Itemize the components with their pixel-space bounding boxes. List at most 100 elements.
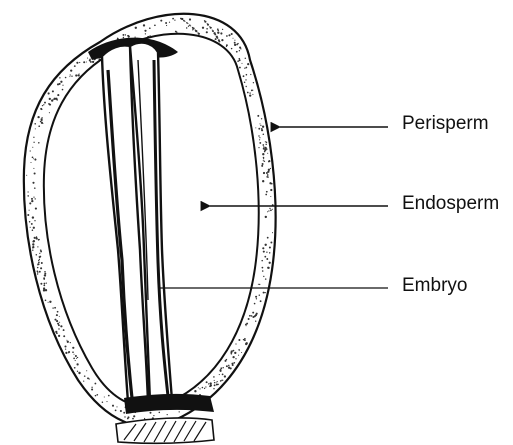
speckle-dot: [91, 388, 93, 390]
speckle-dot: [241, 63, 242, 64]
speckle-dot: [34, 187, 36, 189]
speckle-dot: [250, 74, 251, 75]
speckle-dot: [127, 418, 129, 420]
speckle-dot: [236, 44, 238, 46]
speckle-dot: [261, 128, 263, 130]
speckle-dot: [269, 246, 271, 248]
speckle-dot: [37, 273, 38, 274]
speckle-dot: [269, 252, 270, 253]
speckle-dot: [144, 418, 145, 419]
speckle-dot: [166, 25, 167, 26]
speckle-dot: [35, 198, 36, 199]
speckle-dot: [79, 73, 80, 74]
speckle-dot: [192, 29, 193, 30]
speckle-dot: [29, 221, 31, 223]
speckle-dot: [76, 358, 77, 359]
speckle-dot: [265, 216, 267, 218]
speckle-dot: [199, 388, 200, 389]
speckle-dot: [54, 98, 56, 100]
speckle-dot: [74, 367, 76, 369]
speckle-dot: [58, 335, 60, 337]
speckle-dot: [56, 99, 58, 101]
speckle-dot: [35, 128, 36, 129]
speckle-dot: [58, 324, 60, 326]
speckle-dot: [150, 412, 152, 414]
speckle-dot: [41, 118, 43, 120]
speckle-dot: [261, 118, 262, 119]
speckle-dot: [63, 335, 65, 337]
speckle-dot: [234, 44, 236, 46]
speckle-dot: [35, 208, 37, 210]
speckle-dot: [104, 396, 105, 397]
speckle-dot: [202, 387, 204, 389]
speckle-dot: [252, 94, 253, 95]
speckle-dot: [267, 267, 269, 269]
speckle-dot: [49, 98, 51, 100]
speckle-dot: [65, 348, 66, 349]
speckle-dot: [57, 94, 59, 96]
speckle-dot: [123, 412, 125, 414]
speckle-dot: [87, 58, 88, 59]
speckle-dot: [272, 232, 273, 233]
speckle-dot: [120, 410, 122, 412]
speckle-dot: [68, 351, 70, 353]
speckle-dot: [40, 267, 42, 269]
speckle-dot: [77, 371, 78, 372]
speckle-dot: [41, 262, 43, 264]
speckle-dot: [52, 90, 54, 92]
speckle-dot: [217, 30, 219, 32]
speckle-dot: [39, 239, 40, 240]
speckle-dot: [265, 141, 266, 142]
speckle-dot: [260, 300, 262, 302]
speckle-dot: [249, 315, 251, 317]
speckle-dot: [233, 362, 235, 364]
speckle-dot: [56, 314, 58, 316]
speckle-dot: [59, 83, 61, 85]
speckle-dot: [263, 146, 264, 147]
speckle-dot: [96, 394, 98, 396]
speckle-dot: [209, 385, 211, 387]
speckle-dot: [76, 363, 78, 365]
speckle-dot: [238, 339, 240, 341]
speckle-dot: [234, 42, 236, 44]
speckle-dot: [217, 32, 219, 34]
speckle-dot: [63, 329, 65, 331]
speckle-dot: [83, 381, 84, 382]
speckle-dot: [38, 262, 40, 264]
speckle-dot: [217, 37, 219, 39]
speckle-dot: [116, 406, 117, 407]
speckle-dot: [31, 223, 33, 225]
speckle-dot: [265, 244, 267, 246]
speckle-dot: [143, 24, 145, 26]
speckle-dot: [259, 137, 260, 138]
speckle-dot: [70, 342, 71, 343]
speckle-dot: [145, 33, 146, 34]
speckle-dot: [165, 22, 167, 24]
speckle-dot: [83, 61, 85, 63]
speckle-dot: [270, 189, 272, 191]
speckle-dot: [34, 172, 36, 174]
speckle-dot: [228, 34, 230, 36]
speckle-dot: [73, 354, 74, 355]
speckle-dot: [32, 182, 34, 184]
speckle-dot: [60, 81, 62, 83]
speckle-dot: [33, 137, 34, 138]
speckle-dot: [167, 414, 168, 415]
speckle-dot: [31, 198, 33, 200]
speckle-dot: [26, 175, 27, 176]
speckle-dot: [213, 376, 215, 378]
speckle-dot: [32, 229, 34, 231]
speckle-dot: [236, 51, 238, 53]
speckle-dot: [210, 27, 212, 29]
speckle-dot: [224, 375, 226, 377]
speckle-dot: [89, 59, 91, 61]
speckle-dot: [255, 321, 256, 322]
speckle-dot: [59, 316, 60, 317]
speckle-dot: [84, 375, 86, 377]
speckle-dot: [91, 387, 92, 388]
speckle-dot: [69, 76, 70, 77]
speckle-dot: [254, 315, 256, 317]
speckle-dot: [27, 195, 28, 196]
speckle-dot: [239, 47, 241, 49]
speckle-dot: [40, 283, 42, 285]
